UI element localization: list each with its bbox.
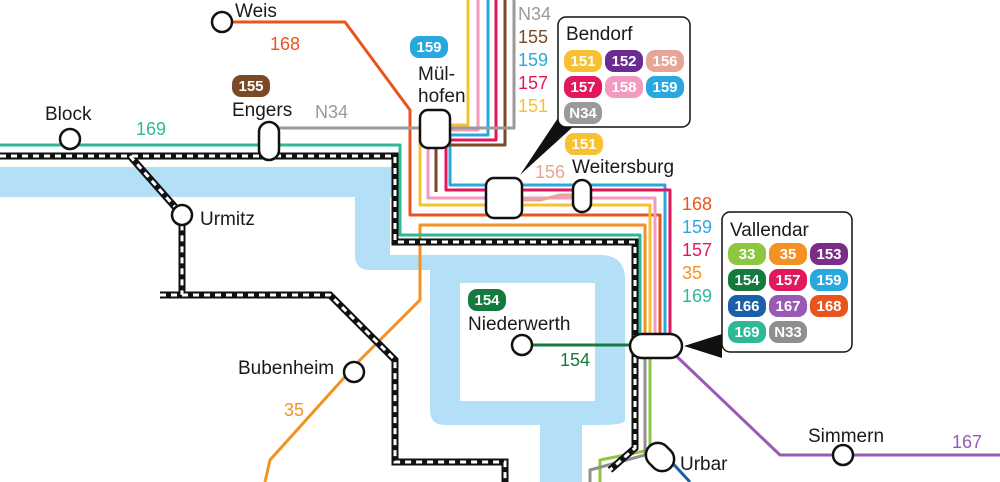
- callout-badge-156[interactable]: 156: [646, 50, 684, 72]
- callout-badge-159[interactable]: 159: [810, 269, 848, 291]
- station-markers: [58, 10, 855, 473]
- svg-text:169: 169: [734, 324, 759, 341]
- stack-label-151: 151: [518, 96, 548, 116]
- station-bubenheim[interactable]: Bubenheim: [238, 358, 334, 379]
- svg-text:154: 154: [734, 272, 760, 289]
- svg-text:157: 157: [570, 79, 595, 96]
- svg-text:152: 152: [611, 53, 636, 70]
- svg-text:154: 154: [474, 292, 500, 309]
- badge-engers[interactable]: 155: [232, 75, 270, 97]
- station-weis[interactable]: Weis: [235, 1, 277, 22]
- station-engers[interactable]: Engers: [232, 100, 292, 121]
- callout-badge-35[interactable]: 35: [769, 243, 807, 265]
- stack-label-35: 35: [682, 263, 702, 283]
- callout-title-vallendar: Vallendar: [730, 220, 810, 241]
- callout-title-bendorf: Bendorf: [566, 24, 633, 45]
- station-block[interactable]: Block: [45, 104, 92, 125]
- svg-text:N34: N34: [569, 105, 597, 122]
- callout-badge-169[interactable]: 169: [728, 321, 766, 343]
- svg-text:168: 168: [816, 298, 841, 315]
- station-marker-urmitz: [170, 203, 194, 227]
- station-urmitz[interactable]: Urmitz: [200, 209, 255, 230]
- station-marker-block: [58, 127, 82, 151]
- svg-text:159: 159: [816, 272, 841, 289]
- station-marker-muelhofen: [418, 108, 452, 150]
- svg-text:157: 157: [775, 272, 800, 289]
- line-label-168: 168: [270, 34, 300, 54]
- svg-text:151: 151: [570, 53, 595, 70]
- stack-label-169: 169: [682, 286, 712, 306]
- svg-text:158: 158: [611, 79, 636, 96]
- callout-badge-33[interactable]: 33: [728, 243, 766, 265]
- svg-text:159: 159: [416, 39, 441, 56]
- svg-text:159: 159: [652, 79, 677, 96]
- station-marker-vallendar: [628, 332, 684, 360]
- station-muelhofen-1[interactable]: Mül-: [418, 64, 455, 85]
- stack-label-159: 159: [518, 50, 548, 70]
- station-urbar[interactable]: Urbar: [680, 454, 728, 475]
- stack-label-155: 155: [518, 27, 548, 47]
- svg-text:156: 156: [652, 53, 677, 70]
- callout-badge-152[interactable]: 152: [605, 50, 643, 72]
- station-marker-weitersburg: [571, 178, 593, 214]
- station-niederwerth[interactable]: Niederwerth: [468, 314, 570, 335]
- svg-text:167: 167: [775, 298, 800, 315]
- stack-label-159: 159: [682, 217, 712, 237]
- svg-text:151: 151: [571, 136, 596, 153]
- callout-badge-166[interactable]: 166: [728, 295, 766, 317]
- svg-text:166: 166: [734, 298, 759, 315]
- callout-badge-157[interactable]: 157: [564, 76, 602, 98]
- station-weitersburg[interactable]: Weitersburg: [572, 157, 674, 178]
- line-label-154: 154: [560, 350, 590, 370]
- station-marker-weis: [210, 10, 234, 34]
- line-label-167: 167: [952, 432, 982, 452]
- station-muelhofen-2[interactable]: hofen: [418, 86, 466, 107]
- svg-text:153: 153: [816, 246, 841, 263]
- station-marker-bendorf: [484, 176, 524, 220]
- line-label-35: 35: [284, 400, 304, 420]
- badge-niederwerth[interactable]: 154: [468, 289, 506, 311]
- station-marker-simmern: [831, 443, 855, 467]
- stack-label-157: 157: [682, 240, 712, 260]
- callout-badge-158[interactable]: 158: [605, 76, 643, 98]
- stack-label-157: 157: [518, 73, 548, 93]
- line-label-169: 169: [136, 119, 166, 139]
- callout-badge-159[interactable]: 159: [646, 76, 684, 98]
- stack-label-168: 168: [682, 194, 712, 214]
- station-marker-urbar: [644, 441, 676, 473]
- line-label-n34: N34: [315, 102, 348, 122]
- station-simmern[interactable]: Simmern: [808, 426, 884, 447]
- callout-badge-167[interactable]: 167: [769, 295, 807, 317]
- svg-text:33: 33: [739, 246, 756, 263]
- stack-label-N34: N34: [518, 4, 551, 24]
- station-marker-niederwerth: [510, 333, 534, 357]
- badge-weitersburg[interactable]: 151: [565, 133, 603, 155]
- callout-badge-151[interactable]: 151: [564, 50, 602, 72]
- station-marker-bubenheim: [342, 360, 366, 384]
- line-label-156: 156: [535, 162, 565, 182]
- svg-text:N33: N33: [774, 324, 802, 341]
- callout-badge-168[interactable]: 168: [810, 295, 848, 317]
- svg-text:155: 155: [238, 78, 263, 95]
- callout-badge-153[interactable]: 153: [810, 243, 848, 265]
- badge-muelhofen[interactable]: 159: [410, 36, 448, 58]
- callout-badge-157[interactable]: 157: [769, 269, 807, 291]
- callout-badge-N33[interactable]: N33: [769, 321, 807, 343]
- station-marker-engers: [257, 120, 281, 162]
- callout-badge-N34[interactable]: N34: [564, 102, 602, 124]
- svg-text:35: 35: [780, 246, 797, 263]
- callout-badge-154[interactable]: 154: [728, 269, 766, 291]
